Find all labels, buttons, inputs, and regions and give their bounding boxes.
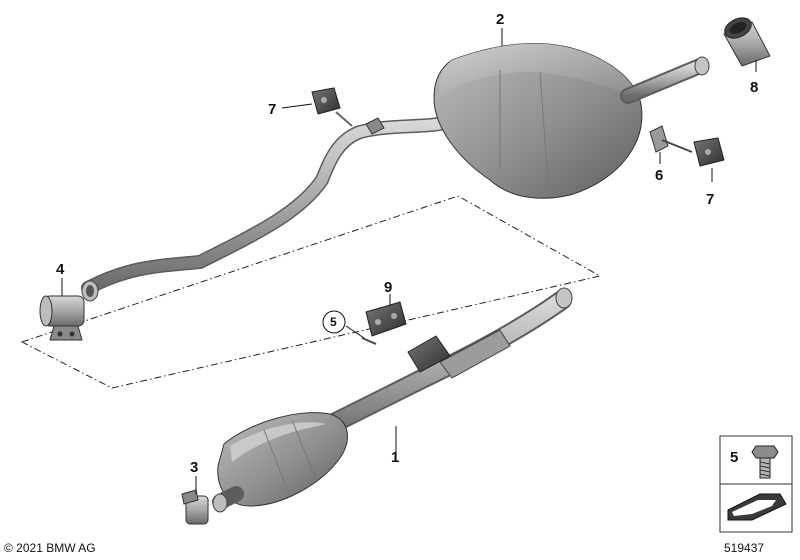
heat-shield	[407, 335, 451, 373]
tailpipe-trim	[723, 17, 771, 67]
pipe-clamp-front	[39, 295, 85, 341]
bolt-icon	[751, 445, 779, 479]
callout-3: 3	[190, 459, 198, 476]
legend-part-number: 5	[730, 449, 738, 466]
rear-silencer	[81, 43, 710, 302]
callout-6: 6	[655, 167, 663, 184]
pipe-hanger-bracket	[365, 117, 385, 135]
drawing-number: 519437	[724, 541, 765, 555]
callout-7-right: 7	[706, 191, 714, 208]
silencer-body	[433, 43, 643, 199]
silencer-holder	[361, 301, 407, 345]
callout-8: 8	[750, 79, 758, 96]
callout-5: 5	[330, 315, 337, 329]
callout-7-left: 7	[268, 101, 276, 118]
callout-9: 9	[384, 279, 392, 296]
callout-2: 2	[496, 11, 504, 28]
callout-1: 1	[391, 449, 399, 466]
mounting-bracket	[649, 125, 693, 153]
intermediate-pipe	[81, 115, 455, 295]
tool-arrow-icon	[727, 493, 787, 521]
rubber-mount-right	[693, 137, 725, 167]
leader-lines	[61, 28, 757, 494]
callout-5-circle	[322, 310, 346, 334]
front-silencer	[212, 287, 573, 513]
pipe-clamp-rear	[181, 489, 209, 525]
assembly-boundary	[20, 195, 602, 389]
copyright-notice: © 2021 BMW AG	[4, 541, 96, 555]
callout-4: 4	[56, 261, 65, 278]
rubber-mount-left	[311, 87, 353, 127]
legend-box: 5	[719, 435, 793, 533]
